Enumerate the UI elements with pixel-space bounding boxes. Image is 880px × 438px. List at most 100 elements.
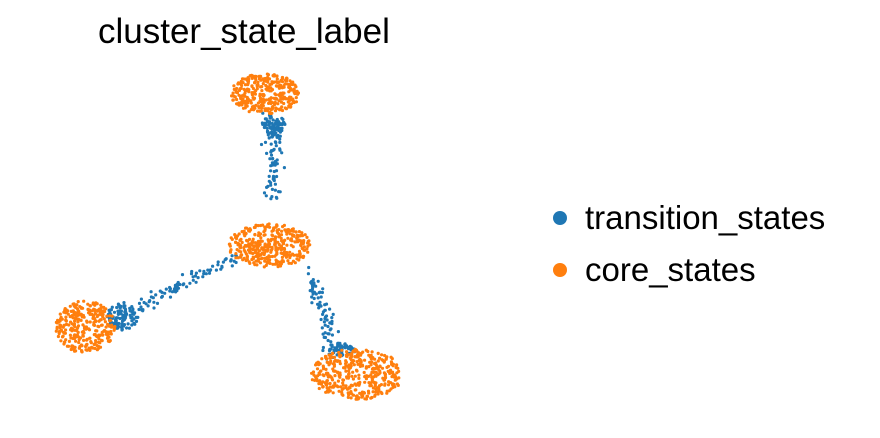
- point-transition-states-71: [278, 148, 282, 152]
- point-transition-states-132: [262, 125, 267, 130]
- point-core-states-471: [293, 261, 297, 265]
- point-core-states-944: [81, 313, 85, 318]
- point-transition-states-39: [267, 174, 271, 178]
- point-core-states-1030: [345, 350, 349, 354]
- point-core-states-218: [288, 95, 292, 99]
- point-core-states-1293: [354, 394, 358, 398]
- point-core-states-118: [256, 101, 260, 105]
- point-core-states-324: [288, 86, 292, 90]
- point-core-states-328: [292, 89, 297, 93]
- point-core-states-895: [103, 309, 107, 314]
- point-transition-states-0: [261, 111, 265, 115]
- point-core-states-1345: [354, 348, 358, 352]
- point-transition-states-234: [174, 290, 178, 294]
- point-core-states-934: [79, 306, 83, 310]
- point-core-states-1361: [356, 351, 360, 355]
- point-core-states-1255: [325, 360, 329, 364]
- point-transition-states-237: [116, 316, 120, 320]
- point-core-states-420: [306, 250, 310, 254]
- point-core-states-266: [247, 90, 251, 94]
- point-core-states-653: [305, 235, 309, 239]
- point-transition-states-419: [328, 328, 332, 332]
- point-transition-states-447: [329, 343, 333, 347]
- point-core-states-580: [264, 245, 269, 249]
- point-core-states-706: [290, 229, 294, 233]
- point-core-states-449: [252, 225, 256, 230]
- plot-title: cluster_state_label: [98, 12, 390, 51]
- point-core-states-707: [247, 245, 252, 249]
- point-core-states-564: [244, 244, 248, 248]
- point-core-states-123: [232, 84, 236, 88]
- point-core-states-660: [263, 259, 267, 263]
- point-core-states-937: [63, 307, 67, 311]
- point-core-states-1290: [355, 360, 359, 364]
- point-core-states-612: [279, 233, 284, 237]
- point-core-states-1384: [339, 353, 343, 357]
- point-transition-states-242: [191, 275, 195, 279]
- point-transition-states-422: [322, 335, 326, 339]
- point-core-states-547: [236, 256, 240, 260]
- point-core-states-402: [238, 238, 242, 242]
- point-core-states-992: [72, 302, 76, 306]
- point-core-states-892: [74, 306, 78, 310]
- point-core-states-1374: [397, 376, 401, 380]
- point-core-states-246: [259, 78, 263, 82]
- point-transition-states-461: [335, 349, 339, 353]
- point-transition-states-46: [275, 196, 279, 200]
- point-transition-states-24: [263, 140, 268, 144]
- point-transition-states-159: [137, 301, 142, 305]
- point-core-states-551: [289, 237, 293, 241]
- point-transition-states-217: [148, 299, 152, 303]
- point-core-states-201: [250, 91, 254, 95]
- point-transition-states-297: [134, 315, 138, 319]
- point-core-states-272: [236, 102, 240, 106]
- point-transition-states-473: [321, 348, 325, 353]
- point-core-states-250: [256, 83, 260, 87]
- point-transition-states-414: [323, 315, 328, 319]
- point-core-states-641: [282, 247, 287, 252]
- point-core-states-1304: [331, 391, 335, 395]
- point-core-states-894: [71, 316, 75, 320]
- point-transition-states-428: [321, 312, 325, 316]
- point-core-states-1317: [370, 375, 374, 379]
- point-core-states-696: [250, 241, 254, 246]
- point-core-states-889: [109, 329, 113, 334]
- point-core-states-1245: [361, 364, 365, 368]
- point-core-states-1322: [380, 391, 384, 396]
- point-core-states-1078: [337, 389, 341, 393]
- point-core-states-236: [242, 77, 246, 81]
- point-core-states-302: [295, 92, 299, 96]
- point-core-states-674: [230, 237, 234, 241]
- point-core-states-269: [260, 106, 264, 110]
- point-transition-states-329: [119, 312, 123, 316]
- point-transition-states-367: [307, 265, 311, 270]
- point-core-states-528: [270, 247, 274, 251]
- point-core-states-1391: [358, 391, 362, 395]
- point-core-states-312: [246, 101, 250, 105]
- point-core-states-595: [279, 251, 283, 255]
- legend-item-core-states: core_states: [548, 244, 825, 296]
- point-core-states-968: [86, 307, 90, 311]
- point-transition-states-415: [330, 316, 334, 320]
- point-core-states-1299: [364, 365, 369, 369]
- point-core-states-1354: [354, 368, 359, 372]
- point-core-states-280: [279, 100, 284, 104]
- point-core-states-849: [73, 324, 77, 329]
- point-core-states-618: [287, 261, 291, 265]
- point-core-states-698: [295, 233, 299, 237]
- point-core-states-936: [102, 317, 106, 321]
- point-core-states-1005: [76, 300, 80, 304]
- point-core-states-438: [285, 243, 289, 247]
- point-transition-states-248: [181, 283, 185, 287]
- point-core-states-973: [69, 347, 73, 352]
- point-core-states-844: [64, 328, 68, 332]
- point-transition-states-347: [128, 313, 132, 317]
- legend-label-core-states: core_states: [585, 251, 756, 288]
- series-core-states: [54, 72, 401, 401]
- point-core-states-1147: [351, 370, 355, 374]
- point-core-states-478: [282, 223, 286, 227]
- point-core-states-457: [256, 224, 260, 228]
- point-transition-states-136: [278, 130, 282, 134]
- point-core-states-928: [109, 318, 113, 322]
- point-transition-states-427: [316, 302, 320, 306]
